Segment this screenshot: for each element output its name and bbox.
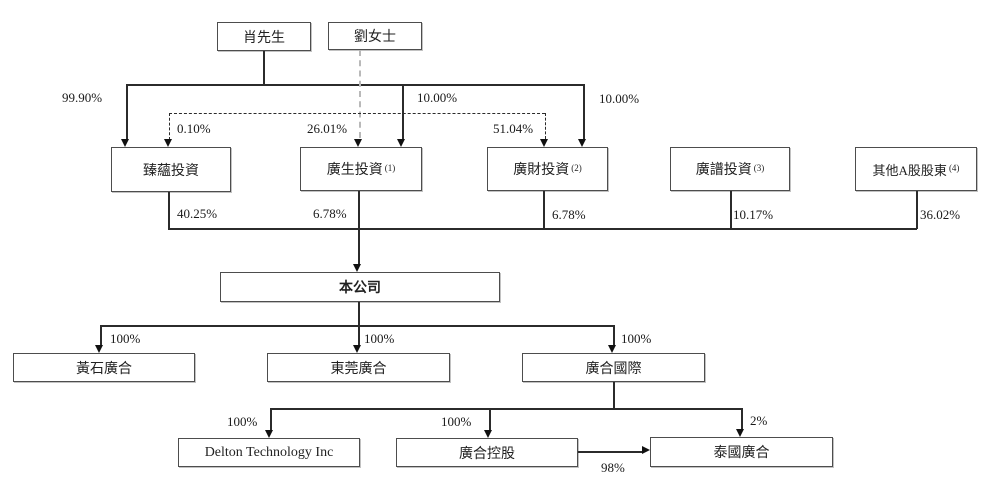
pct-liu-to-guangsheng: 26.01% bbox=[307, 121, 348, 136]
node-guanghe-holding: 廣合控股 bbox=[396, 438, 578, 467]
pct-guangpu-to-company: 10.17% bbox=[733, 207, 774, 222]
line-xiao-to-guangsheng bbox=[402, 84, 404, 139]
pct-other-to-company: 36.02% bbox=[920, 207, 961, 222]
pct-xiao-to-guangcai: 10.00% bbox=[599, 91, 640, 106]
pct-guangsheng-to-company: 6.78% bbox=[313, 206, 347, 221]
line-guangcai-to-bus bbox=[543, 191, 545, 229]
node-other-a-shareholders: 其他A股股東(4) bbox=[855, 147, 977, 191]
line-shareholder-bus bbox=[168, 228, 917, 230]
pct-liu-to-guangcai: 51.04% bbox=[493, 121, 534, 136]
node-guangpu-investment: 廣譜投資(3) bbox=[670, 147, 790, 191]
node-guanghe-international: 廣合國際 bbox=[522, 353, 705, 382]
line-to-holding bbox=[489, 408, 491, 430]
node-label: 廣財投資 bbox=[513, 163, 570, 178]
node-label: 劉女士 bbox=[354, 30, 396, 45]
node-zhenyun-investment: 臻蘊投資 bbox=[111, 147, 231, 192]
line-to-thai bbox=[741, 408, 743, 429]
pct-holding-to-thai: 98% bbox=[601, 460, 625, 475]
node-guangcai-investment: 廣財投資(2) bbox=[487, 147, 608, 191]
arrow-to-company bbox=[353, 264, 361, 272]
line-to-delton bbox=[270, 408, 272, 430]
arrow-liu-to-guangsheng bbox=[354, 139, 362, 147]
line-xiao-branch bbox=[126, 84, 584, 86]
line-to-dongguan bbox=[358, 325, 360, 345]
pct-liu-to-zhenyun: 0.10% bbox=[177, 121, 211, 136]
line-xiao-to-guangcai bbox=[583, 84, 585, 139]
node-label: 其他A股股東 bbox=[872, 162, 947, 178]
node-dongguan-guanghe: 東莞廣合 bbox=[267, 353, 450, 382]
line-to-intl bbox=[613, 325, 615, 345]
arrow-to-intl bbox=[608, 345, 616, 353]
arrow-intl-to-thai bbox=[736, 429, 744, 437]
line-liu-stem-dashed bbox=[359, 50, 361, 138]
node-label: 廣合國際 bbox=[585, 361, 642, 377]
pct-xiao-to-zhenyun: 99.90% bbox=[62, 90, 103, 105]
node-thailand-guanghe: 泰國廣合 bbox=[650, 437, 833, 467]
node-label: 本公司 bbox=[339, 281, 381, 296]
pct-company-to-intl: 100% bbox=[621, 331, 652, 346]
node-label: 肖先生 bbox=[243, 30, 285, 46]
arrow-to-holding bbox=[484, 430, 492, 438]
arrow-liu-to-zhenyun bbox=[164, 139, 172, 147]
node-delton-technology: Delton Technology Inc bbox=[178, 438, 360, 467]
pct-xiao-to-guangsheng: 10.00% bbox=[417, 90, 458, 105]
node-the-company: 本公司 bbox=[220, 272, 500, 302]
arrow-holding-to-thai bbox=[642, 446, 650, 454]
line-xiao-to-zhenyun bbox=[126, 84, 128, 140]
node-label: Delton Technology Inc bbox=[204, 444, 334, 460]
arrow-to-huangshi bbox=[95, 345, 103, 353]
footnote-marker-1: (1) bbox=[384, 163, 396, 173]
line-company-stem bbox=[358, 302, 360, 326]
node-label: 廣譜投資 bbox=[695, 163, 752, 178]
arrow-xiao-to-guangsheng bbox=[397, 139, 405, 147]
node-ms-liu: 劉女士 bbox=[328, 22, 422, 50]
line-guangpu-to-bus bbox=[730, 191, 732, 229]
node-label: 東莞廣合 bbox=[330, 361, 387, 377]
line-liu-branch-dashed bbox=[169, 113, 545, 114]
line-other-to-bus bbox=[916, 191, 918, 229]
footnote-marker-2: (2) bbox=[571, 163, 582, 173]
node-guangsheng-investment: 廣生投資(1) bbox=[300, 147, 422, 191]
node-label: 黃石廣合 bbox=[76, 361, 132, 377]
line-liu-to-guangcai-dashed bbox=[545, 113, 546, 139]
line-guangsheng-to-company bbox=[358, 191, 360, 264]
arrow-liu-to-guangcai bbox=[540, 139, 548, 147]
line-holding-to-thai bbox=[578, 451, 642, 453]
line-to-huangshi bbox=[100, 325, 102, 345]
node-label: 泰國廣合 bbox=[713, 446, 770, 461]
line-subsidiary-bus bbox=[100, 325, 614, 327]
node-label: 廣生投資 bbox=[326, 163, 383, 178]
node-label: 廣合控股 bbox=[459, 446, 515, 462]
line-intl-subsidiary-bus bbox=[270, 408, 742, 410]
arrow-xiao-to-zhenyun bbox=[121, 139, 129, 147]
pct-intl-to-thai: 2% bbox=[750, 413, 768, 428]
line-liu-to-zhenyun-dashed bbox=[169, 113, 170, 140]
pct-company-to-huangshi: 100% bbox=[110, 331, 141, 346]
pct-zhenyun-to-company: 40.25% bbox=[177, 206, 218, 221]
arrow-xiao-to-guangcai bbox=[578, 139, 586, 147]
arrow-to-dongguan bbox=[353, 345, 361, 353]
node-label: 臻蘊投資 bbox=[143, 163, 199, 179]
pct-guangcai-to-company: 6.78% bbox=[552, 207, 586, 222]
pct-intl-to-delton: 100% bbox=[227, 414, 258, 429]
arrow-to-delton bbox=[265, 430, 273, 438]
line-intl-stem bbox=[613, 382, 615, 409]
pct-company-to-dongguan: 100% bbox=[364, 331, 395, 346]
node-mr-xiao: 肖先生 bbox=[217, 22, 311, 51]
pct-intl-to-holding: 100% bbox=[441, 414, 472, 429]
footnote-marker-3: (3) bbox=[753, 163, 765, 173]
node-huangshi-guanghe: 黃石廣合 bbox=[13, 353, 195, 382]
footnote-marker-4: (4) bbox=[948, 163, 960, 173]
line-xiao-stem bbox=[263, 51, 265, 84]
line-zhenyun-to-bus bbox=[168, 192, 170, 229]
